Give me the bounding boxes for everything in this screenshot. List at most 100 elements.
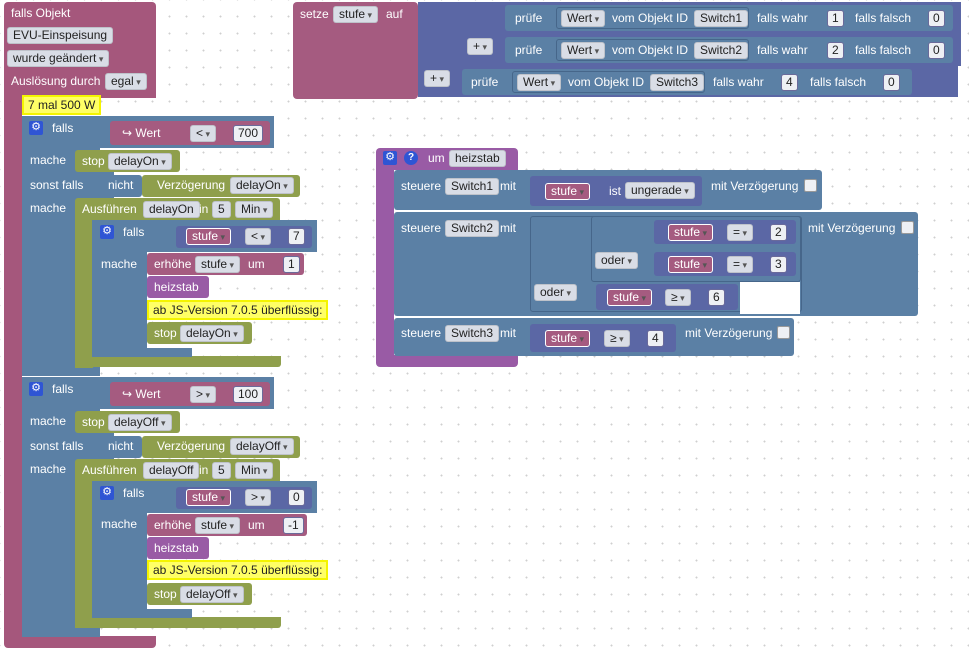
help-icon[interactable]: ?	[404, 151, 418, 165]
if1-inner-value-input[interactable]: 7	[288, 228, 305, 245]
if2-inner-var[interactable]: stufe	[186, 489, 232, 506]
gear-icon[interactable]: ⚙	[383, 151, 397, 165]
oder-dropdown-outer[interactable]: oder	[534, 284, 578, 301]
compare-b-var[interactable]: stufe	[668, 256, 714, 273]
compare-c-value[interactable]: 6	[708, 289, 725, 306]
if1-heizstab-call[interactable]	[147, 276, 209, 298]
wert-dropdown-2[interactable]: Wert	[561, 42, 606, 59]
if1-verz-timer-dropdown[interactable]: delayOn	[230, 177, 294, 194]
if2-stop2-label: stop	[154, 587, 177, 601]
steuere-verz-toggle-1[interactable]	[804, 179, 817, 192]
if2-heizstab-label: heizstab	[154, 541, 199, 555]
steuere-value-3[interactable]: 4	[647, 330, 664, 347]
vom-objekt-label-2: vom Objekt ID	[612, 43, 689, 57]
gear-icon[interactable]: ⚙	[100, 486, 114, 500]
if1-op-dropdown[interactable]: <	[190, 125, 217, 142]
trigger-label: falls Objekt	[11, 6, 71, 20]
compare-a-value[interactable]: 2	[770, 224, 787, 241]
pruefe-label-1: prüfe	[515, 11, 543, 25]
compare-b-value[interactable]: 3	[770, 256, 787, 273]
wert-dropdown-1[interactable]: Wert	[561, 10, 606, 27]
trigger-condition-dropdown[interactable]: wurde geändert	[7, 50, 110, 67]
gear-icon[interactable]: ⚙	[100, 225, 114, 239]
steuere-id-1[interactable]: Switch1	[445, 178, 500, 195]
falls-wahr-label-1: falls wahr	[757, 11, 808, 25]
if1-in-label: in	[199, 202, 209, 216]
wert-dropdown-3[interactable]: Wert	[517, 74, 562, 91]
if2-verz-timer-dropdown[interactable]: delayOff	[230, 438, 294, 455]
plus-op-inner[interactable]: +	[467, 38, 494, 55]
if1-comment[interactable]: ab JS-Version 7.0.5 überflüssig:	[147, 300, 329, 320]
if2-inner-falls-label: falls	[123, 486, 145, 500]
if1-timeout-spine	[75, 218, 93, 368]
if2-op-dropdown[interactable]: >	[190, 386, 217, 403]
if2-timeout-spine	[75, 479, 93, 629]
steuere-var-3[interactable]: stufe	[545, 330, 591, 347]
plus-op-outer[interactable]: +	[424, 70, 451, 87]
if2-um-label: um	[248, 518, 265, 532]
falls-wahr-value-2[interactable]: 2	[827, 42, 844, 59]
if2-value-input[interactable]: 100	[233, 386, 264, 403]
if1-erhoehe-var-dropdown[interactable]: stufe	[195, 256, 241, 273]
if2-inner-foot	[92, 609, 192, 618]
compare-a-var[interactable]: stufe	[668, 224, 714, 241]
setze-var-dropdown[interactable]: stufe	[333, 6, 379, 23]
if2-stop-timer-dropdown[interactable]: delayOff	[108, 414, 172, 431]
compare-b-op[interactable]: =	[727, 256, 754, 273]
if1-value-input[interactable]: 700	[233, 125, 264, 142]
if1-nicht-block[interactable]	[98, 175, 142, 197]
if1-um-value-input[interactable]: 1	[283, 256, 300, 273]
if2-inner-op-dropdown[interactable]: >	[245, 489, 272, 506]
if1-inner-falls-label: falls	[123, 225, 145, 239]
falls-wahr-value-1[interactable]: 1	[827, 10, 844, 27]
falls-falsch-value-3[interactable]: 0	[883, 74, 900, 91]
gear-icon[interactable]: ⚙	[29, 121, 43, 135]
if1-stop2-timer-dropdown[interactable]: delayOn	[180, 325, 244, 342]
if1-mache2-label: mache	[30, 201, 67, 215]
steuere-cond-dropdown-1[interactable]: ungerade	[625, 182, 695, 199]
oder-dropdown-inner[interactable]: oder	[595, 252, 639, 269]
if2-stop2-timer-dropdown[interactable]: delayOff	[180, 586, 244, 603]
objekt-id-field-1[interactable]: Switch1	[694, 10, 749, 27]
if1-inner-var[interactable]: stufe	[186, 228, 232, 245]
if2-time-field[interactable]: 5	[212, 462, 231, 479]
steuere-verz-toggle-3[interactable]	[777, 326, 790, 339]
trigger-egal-dropdown[interactable]: egal	[105, 73, 147, 90]
steuere-id-3[interactable]: Switch3	[445, 325, 500, 342]
function-name-field[interactable]: heizstab	[449, 150, 506, 167]
comment-7x500w[interactable]: 7 mal 500 W	[22, 95, 102, 115]
if2-inner-value-input[interactable]: 0	[288, 489, 305, 506]
if2-erhoehe-var-dropdown[interactable]: stufe	[195, 517, 241, 534]
steuere-var-1[interactable]: stufe	[545, 183, 591, 200]
if2-sonst-falls-label: sonst falls	[30, 439, 84, 453]
compare-c-var[interactable]: stufe	[607, 289, 653, 306]
falls-falsch-value-2[interactable]: 0	[928, 42, 945, 59]
if2-um-value-input[interactable]: -1	[283, 517, 304, 534]
if2-nicht-block[interactable]	[98, 436, 142, 458]
if2-unit-dropdown[interactable]: Min	[235, 462, 274, 479]
if1-ausfuehren-label: Ausführen	[82, 202, 137, 216]
falls-falsch-value-1[interactable]: 0	[928, 10, 945, 27]
if1-inner-op-dropdown[interactable]: <	[245, 228, 272, 245]
if2-timer-field[interactable]: delayOff	[143, 462, 200, 479]
steuere-mit-label-3: mit	[500, 326, 516, 340]
objekt-id-field-2[interactable]: Switch2	[694, 42, 749, 59]
if1-unit-dropdown[interactable]: Min	[235, 201, 274, 218]
compare-c-op[interactable]: ≥	[665, 289, 691, 306]
compare-a-op[interactable]: =	[727, 224, 754, 241]
if1-timer-field[interactable]: delayOn	[143, 201, 200, 218]
objekt-id-field-3[interactable]: Switch3	[650, 74, 705, 91]
gear-icon[interactable]: ⚙	[29, 382, 43, 396]
falls-wahr-value-3[interactable]: 4	[781, 74, 798, 91]
steuere-verz-toggle-2[interactable]	[901, 221, 914, 234]
if1-falls-label: falls	[52, 121, 74, 135]
steuere-mit-label-1: mit	[500, 179, 516, 193]
steuere-id-2[interactable]: Switch2	[445, 220, 500, 237]
if1-stop-timer-dropdown[interactable]: delayOn	[108, 153, 172, 170]
if2-heizstab-call[interactable]	[147, 537, 209, 559]
falls-falsch-label-2: falls falsch	[855, 43, 912, 57]
if1-time-field[interactable]: 5	[212, 201, 231, 218]
if2-comment[interactable]: ab JS-Version 7.0.5 überflüssig:	[147, 560, 329, 580]
steuere-op-3[interactable]: ≥	[604, 330, 630, 347]
trigger-object-field[interactable]: EVU-Einspeisung	[7, 27, 114, 44]
